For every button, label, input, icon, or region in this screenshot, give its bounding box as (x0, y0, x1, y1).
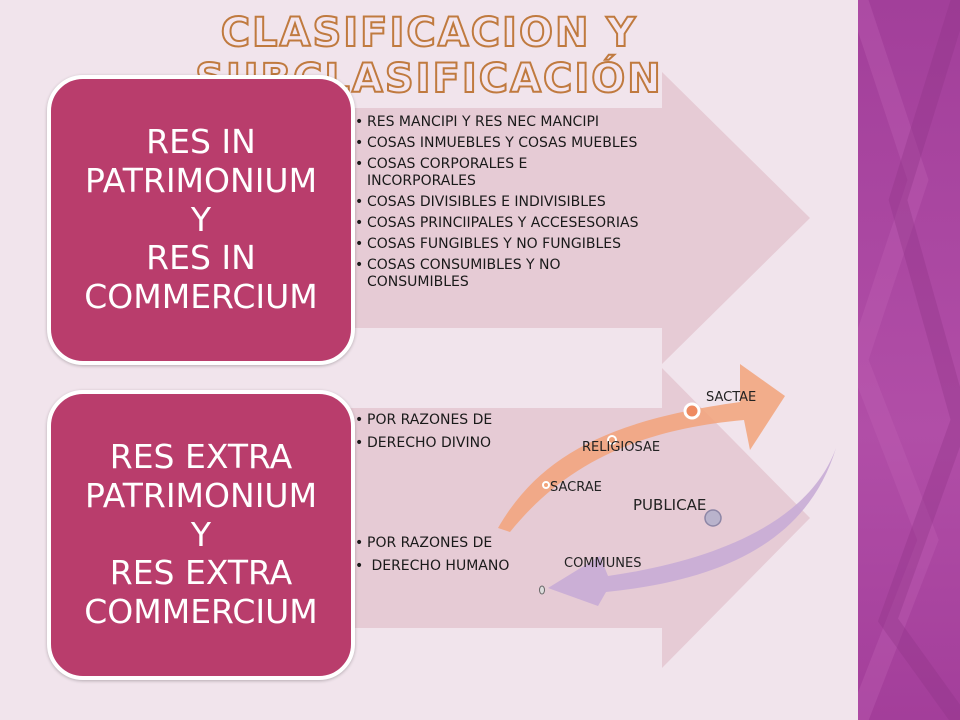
marker-sactae (683, 402, 701, 420)
list-item: DERECHO HUMANO (355, 558, 555, 575)
list-item: COSAS CORPORALES E INCORPORALES (355, 156, 597, 190)
curved-arrow-lilac (548, 448, 836, 606)
box2-line-3: Y (190, 514, 212, 554)
list-item: DERECHO DIVINO (355, 435, 545, 452)
label-communes: COMMUNES (564, 556, 642, 571)
list-derecho-divino: POR RAZONES DE DERECHO DIVINO (355, 412, 545, 458)
marker-publicae (704, 509, 722, 527)
marker-communes (539, 585, 545, 595)
box1-line-4: RES IN (146, 238, 256, 278)
list-item: COSAS CONSUMIBLES Y NO CONSUMIBLES (355, 257, 637, 291)
list-item: COSAS DIVISIBLES E INDIVISIBLES (355, 194, 705, 211)
list-res-in-commercium: RES MANCIPI Y RES NEC MANCIPI COSAS INMU… (355, 114, 705, 297)
side-band-pattern (858, 0, 960, 720)
list-item: POR RAZONES DE (355, 535, 555, 552)
marker-sacrae (542, 481, 550, 489)
label-sacrae: SACRAE (550, 480, 602, 495)
marker-religiosae (607, 435, 617, 445)
curved-arrow-orange (498, 364, 785, 532)
list-item: COSAS FUNGIBLES Y NO FUNGIBLES (355, 236, 705, 253)
list-item: COSAS INMUEBLES Y COSAS MUEBLES (355, 135, 705, 152)
label-sactae: SACTAE (706, 390, 757, 405)
box2-line-1: RES EXTRA (109, 436, 293, 476)
box1-line-5: COMMERCIUM (84, 277, 318, 317)
label-religiosae: RELIGIOSAE (582, 440, 661, 455)
list-item: RES MANCIPI Y RES NEC MANCIPI (355, 114, 705, 131)
box2-line-2: PATRIMONIUM (84, 475, 318, 515)
list-item: POR RAZONES DE (355, 412, 545, 429)
box1-line-3: Y (190, 199, 212, 239)
box1-line-2: PATRIMONIUM (84, 160, 318, 200)
list-item: COSAS PRINCIIPALES Y ACCESESORIAS (355, 215, 705, 232)
box2-line-4: RES EXTRA (109, 553, 293, 593)
res-in-patrimonium-box: RES IN PATRIMONIUM Y RES IN COMMERCIUM (47, 75, 355, 365)
res-extra-patrimonium-box: RES EXTRA PATRIMONIUM Y RES EXTRA COMMER… (47, 390, 355, 680)
label-publicae: PUBLICAE (633, 496, 707, 514)
list-derecho-humano: POR RAZONES DE DERECHO HUMANO (355, 535, 555, 581)
side-band-decoration (858, 0, 960, 720)
box2-line-5: COMMERCIUM (84, 592, 318, 632)
box1-line-1: RES IN (146, 121, 256, 161)
